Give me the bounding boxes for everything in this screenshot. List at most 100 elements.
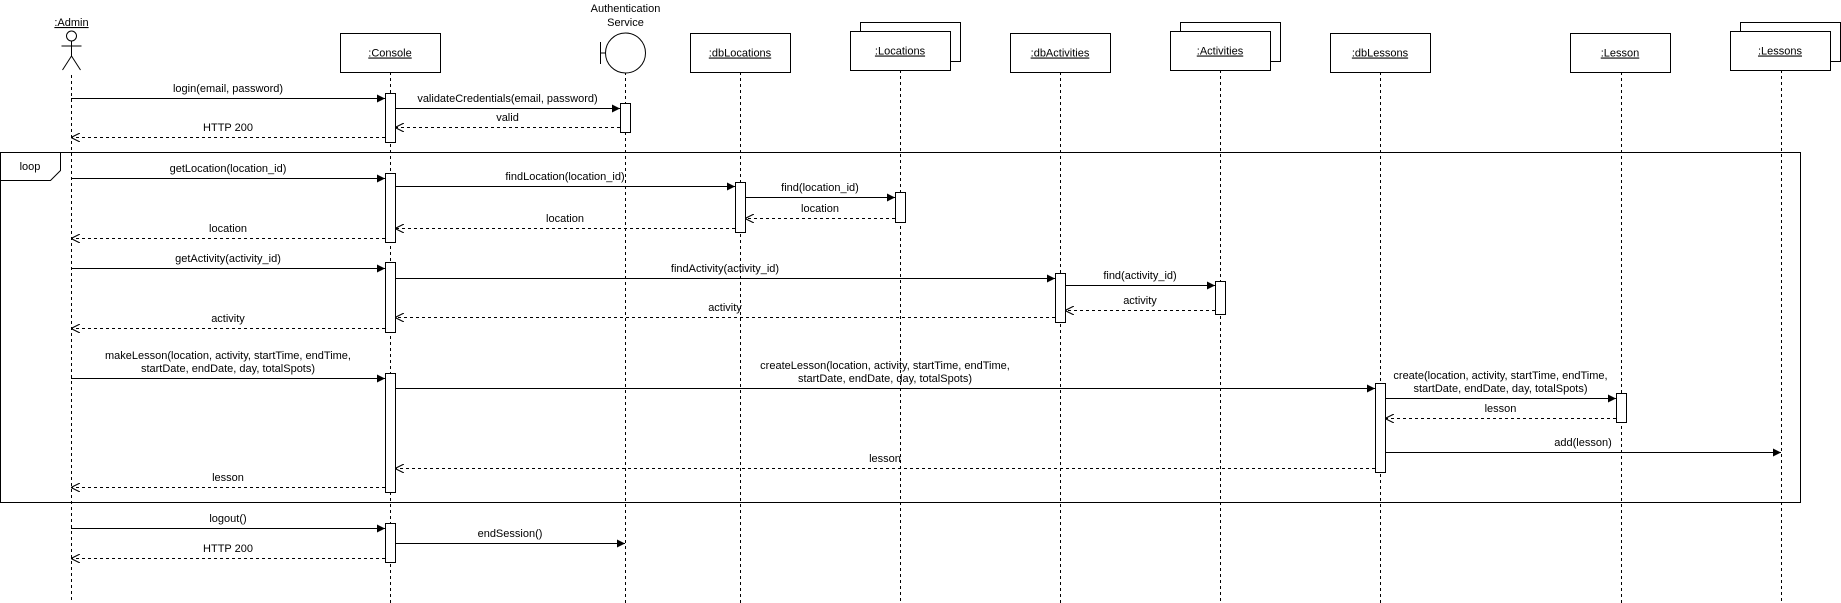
participant-box: [1330, 33, 1431, 73]
participant-console: :Console: [340, 33, 441, 73]
message-label: location: [546, 213, 584, 225]
message-label: findActivity(activity_id): [671, 263, 779, 275]
activation-console: [385, 262, 396, 333]
participant-dbLessons: :dbLessons: [1330, 33, 1431, 73]
message-label: logout(): [209, 513, 246, 525]
call-message: find(activity_id): [1065, 270, 1215, 290]
participant-label: :Activities: [1197, 46, 1244, 58]
participant-label-line2: Service: [607, 17, 644, 29]
message-label: lesson: [869, 453, 901, 465]
activation-console: [385, 93, 396, 143]
call-message: logout(): [71, 513, 385, 533]
participant-label: :Console: [368, 48, 411, 60]
participant-label: :dbLocations: [709, 48, 772, 60]
message-label: find(activity_id): [1103, 270, 1176, 282]
activation-console: [385, 523, 396, 563]
call-message: login(email, password): [71, 83, 385, 103]
activation-locations: [895, 192, 906, 223]
loop-frame-tab: [0, 152, 61, 181]
return-message: location: [71, 223, 385, 239]
participant-label: :Admin: [54, 17, 88, 29]
actor-icon: [61, 30, 82, 71]
activation-console: [385, 373, 396, 493]
activation-dbLessons: [1375, 383, 1386, 473]
message-label: activity: [211, 313, 245, 325]
participant-box: [1010, 33, 1111, 73]
message-label: location: [801, 203, 839, 215]
return-message: activity: [395, 302, 1055, 318]
activation-activities: [1215, 281, 1226, 315]
participant-label: :dbLessons: [1352, 48, 1409, 60]
message-label: lesson: [212, 472, 244, 484]
message-label: endSession(): [478, 528, 543, 540]
boundary-icon: [600, 32, 646, 74]
participant-lessons: :Lessons: [1730, 22, 1841, 71]
call-message: create(location, activity, startTime, en…: [1385, 370, 1616, 403]
call-message: makeLesson(location, activity, startTime…: [71, 350, 385, 383]
call-message: getLocation(location_id): [71, 163, 385, 183]
participant-dbActivities: :dbActivities: [1010, 33, 1111, 73]
participant-label: :Lessons: [1758, 46, 1803, 58]
call-message: findLocation(location_id): [395, 171, 735, 191]
participant-locations: :Locations: [850, 22, 961, 71]
return-message: activity: [71, 313, 385, 329]
activation-console: [385, 173, 396, 243]
participant-label: :Locations: [875, 46, 926, 58]
participant-admin: :Admin: [54, 17, 89, 71]
message-label: find(location_id): [781, 182, 859, 194]
call-message: createLesson(location, activity, startTi…: [395, 360, 1375, 393]
participant-box: [1170, 31, 1271, 71]
message-label: activity: [708, 302, 742, 314]
message-label: add(lesson): [1554, 437, 1611, 449]
return-message: lesson: [1385, 403, 1616, 419]
return-message: activity: [1065, 295, 1215, 311]
participant-lesson: :Lesson: [1570, 33, 1671, 73]
activation-lesson: [1616, 393, 1627, 423]
participant-activities: :Activities: [1170, 22, 1281, 71]
message-label: findLocation(location_id): [505, 171, 624, 183]
participant-box: [340, 33, 441, 73]
participant-box: [690, 33, 791, 73]
call-message: add(lesson): [1385, 437, 1781, 457]
call-message: endSession(): [395, 528, 625, 548]
return-message: HTTP 200: [71, 543, 385, 559]
message-label: getLocation(location_id): [170, 163, 287, 175]
return-message: HTTP 200: [71, 122, 385, 138]
call-message: find(location_id): [745, 182, 895, 202]
return-message: lesson: [395, 453, 1375, 469]
participant-label: Authentication: [591, 3, 661, 15]
message-label: login(email, password): [173, 83, 283, 95]
call-message: getActivity(activity_id): [71, 253, 385, 273]
activation-dbActivities: [1055, 273, 1066, 323]
message-label: makeLesson(location, activity, startTime…: [105, 350, 351, 362]
message-label: startDate, endDate, day, totalSpots): [798, 373, 972, 385]
return-message: location: [395, 213, 735, 229]
return-message: location: [745, 203, 895, 219]
loop-operator-label: loop: [20, 161, 41, 173]
call-message: findActivity(activity_id): [395, 263, 1055, 283]
participant-label: :Lesson: [1601, 48, 1640, 60]
message-label: createLesson(location, activity, startTi…: [760, 360, 1010, 372]
participant-dbLocations: :dbLocations: [690, 33, 791, 73]
message-label: location: [209, 223, 247, 235]
participant-box: [850, 31, 951, 71]
participant-box: [1730, 31, 1831, 71]
message-label: getActivity(activity_id): [175, 253, 281, 265]
participant-label: :dbActivities: [1031, 48, 1090, 60]
message-label: validateCredentials(email, password): [417, 93, 597, 105]
message-label: HTTP 200: [203, 122, 253, 134]
call-message: validateCredentials(email, password): [395, 93, 620, 113]
activation-auth: [620, 103, 631, 133]
message-label: startDate, endDate, day, totalSpots): [141, 363, 315, 375]
message-label: lesson: [1485, 403, 1517, 415]
return-message: lesson: [71, 472, 385, 488]
message-label: valid: [496, 112, 519, 124]
participant-box: [1570, 33, 1671, 73]
return-message: valid: [395, 112, 620, 128]
message-label: startDate, endDate, day, totalSpots): [1413, 383, 1587, 395]
message-label: HTTP 200: [203, 543, 253, 555]
message-label: activity: [1123, 295, 1157, 307]
message-label: create(location, activity, startTime, en…: [1393, 370, 1607, 382]
